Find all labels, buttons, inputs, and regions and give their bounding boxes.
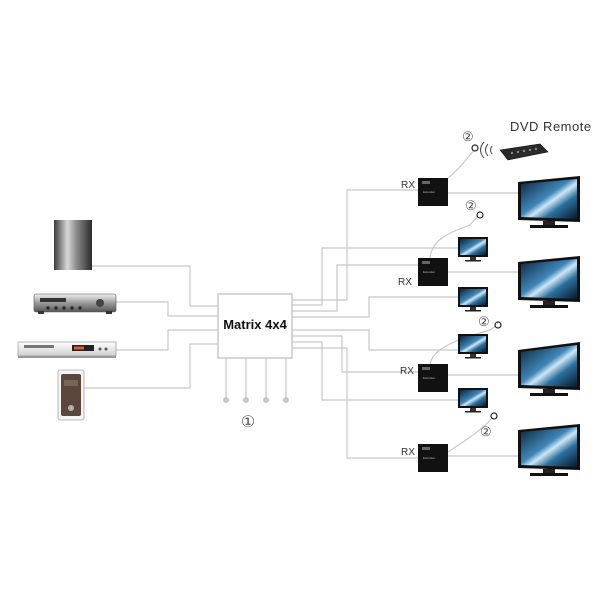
rx-3: RX Extender <box>400 364 448 392</box>
marker-two-2: ② <box>465 198 477 213</box>
rx-2: RX Extender <box>398 258 448 288</box>
ir-pin-ends <box>223 397 289 403</box>
output-line-rx2 <box>292 264 418 312</box>
av-receiver-device <box>33 293 117 314</box>
rx-3-label: RX <box>400 366 414 377</box>
connection-lines <box>84 149 518 459</box>
small-tv-3 <box>458 334 488 359</box>
dvd-remote-device <box>499 143 549 161</box>
ir-eye-3 <box>494 321 502 329</box>
marker-two-1: ② <box>462 129 474 144</box>
rx-1-label: RX <box>401 180 415 191</box>
big-tv-3 <box>518 342 580 396</box>
ir-eyes <box>471 144 502 420</box>
big-tv-4 <box>518 424 580 476</box>
rx-4-label: RX <box>401 447 415 458</box>
output-line-rx1 <box>292 189 418 301</box>
tall-speaker-device <box>54 220 92 270</box>
svg-text:Extender: Extender <box>423 190 435 194</box>
ir-eye-1 <box>471 144 479 152</box>
svg-text:Extender: Extender <box>423 270 435 274</box>
matrix-switch: Matrix 4x4 <box>217 293 293 359</box>
input-line-2 <box>115 301 218 317</box>
ir-signal-waves-icon <box>480 141 493 159</box>
ir-cable-3 <box>429 325 497 367</box>
output-line-rx3 <box>292 329 458 351</box>
svg-text:Extender: Extender <box>423 456 435 460</box>
svg-text:Extender: Extender <box>423 376 435 380</box>
small-tv-2 <box>458 287 488 312</box>
ir-eye-4 <box>490 412 498 420</box>
marker-two-4: ② <box>480 424 492 439</box>
big-tv-1 <box>518 176 580 228</box>
output-line-tv3 <box>292 335 418 373</box>
dvd-player-device <box>17 341 117 358</box>
rx-4: RX Extender <box>401 444 448 472</box>
output-line-rx4 <box>292 341 458 401</box>
output-line-tv4 <box>292 347 418 459</box>
ir-cable-2 <box>429 215 479 259</box>
rx-2-label: RX <box>398 277 412 288</box>
input-line-3 <box>115 329 218 351</box>
media-player-device <box>57 369 85 421</box>
output-line-tv1 <box>292 247 458 306</box>
matrix-label: Matrix 4x4 <box>223 317 287 332</box>
output-line-tv2 <box>292 296 458 318</box>
input-line-4 <box>84 343 218 389</box>
ir-eye-2 <box>476 211 484 219</box>
rx-1: RX Extender <box>401 178 448 206</box>
big-tv-2 <box>518 256 580 308</box>
small-tv-4 <box>458 388 488 413</box>
small-tv-1 <box>458 237 488 262</box>
marker-one: ① <box>241 414 255 431</box>
ir-cable-4 <box>447 417 493 453</box>
dvd-remote-label: DVD Remote <box>510 119 592 134</box>
input-line-1 <box>92 265 218 307</box>
ir-cable-1 <box>447 149 475 179</box>
marker-two-3: ② <box>478 314 490 329</box>
